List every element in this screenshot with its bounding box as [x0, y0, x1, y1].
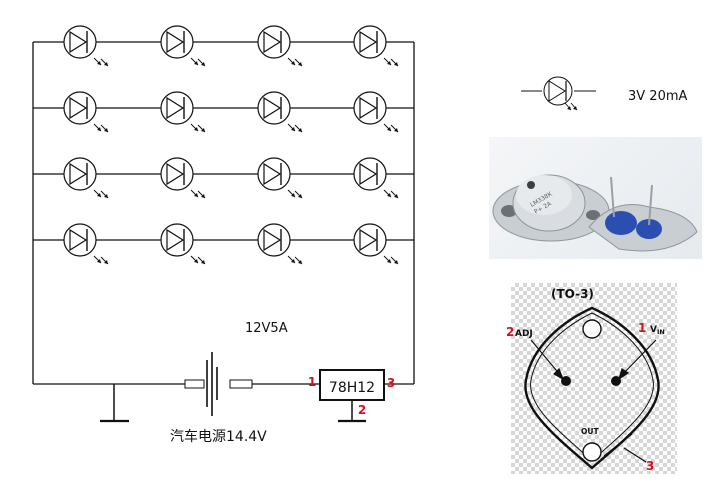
pin-out-number: 3 — [646, 459, 654, 473]
led-symbol — [63, 25, 109, 67]
led-symbol — [353, 25, 399, 67]
to3-package-outline — [524, 306, 660, 470]
led-symbol — [160, 223, 206, 265]
pin-vin-dot — [611, 376, 621, 386]
regulator-product-photo: LM338K P+ 2A — [489, 137, 702, 259]
led-rating-label: 3V 20mA — [628, 89, 688, 104]
out-leader-1 — [603, 433, 633, 457]
battery-symbol — [184, 352, 253, 416]
mounting-hole-bottom — [582, 442, 602, 462]
led-symbol — [257, 25, 303, 67]
supply-rating-label: 12V5A — [245, 321, 288, 336]
led-symbol — [257, 223, 303, 265]
ground-symbol-left — [100, 384, 129, 423]
pin-adj-dot — [561, 376, 571, 386]
pin-vin-name: V — [650, 325, 657, 335]
led-symbol — [63, 91, 109, 133]
led-symbol — [353, 91, 399, 133]
to3-package-title: (TO-3) — [551, 287, 594, 301]
pin-vin-subscript: IN — [657, 328, 665, 336]
led-symbol — [63, 223, 109, 265]
mounting-hole-top — [582, 319, 602, 339]
led-symbol — [160, 25, 206, 67]
regulator-label: 78H12 — [329, 380, 375, 396]
led-symbol — [160, 91, 206, 133]
ground-symbol-regulator — [338, 400, 366, 423]
led-symbol — [257, 91, 303, 133]
vin-arrow — [620, 339, 657, 377]
led-legend — [521, 76, 596, 111]
pin-out-name: OUT — [581, 427, 599, 436]
adj-arrow — [530, 339, 562, 377]
led-symbol — [160, 157, 206, 199]
out-leader-2 — [623, 447, 647, 463]
pin-vin-number: 1 — [638, 321, 646, 335]
regulator-pin1-number: 1 — [308, 375, 316, 389]
led-symbol — [63, 157, 109, 199]
power-source-label: 汽车电源14.4V — [170, 428, 267, 445]
regulator-pin2-number: 2 — [358, 403, 366, 417]
led-symbol — [353, 157, 399, 199]
led-symbol — [353, 223, 399, 265]
pin-adj-number: 2 — [506, 325, 514, 339]
led-symbol — [257, 157, 303, 199]
regulator-pin3-number: 3 — [387, 376, 395, 390]
led-array — [33, 25, 414, 265]
regulator-box — [319, 369, 385, 401]
to3-pinout-panel — [511, 283, 677, 474]
pin-adj-name: ADJ — [515, 329, 533, 339]
